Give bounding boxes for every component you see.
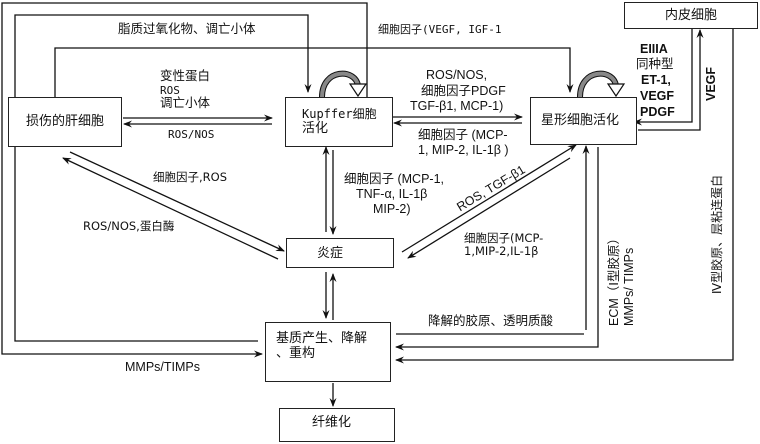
label-stel-to-endo: VEGF [704, 66, 718, 101]
node-label: 炎症 [317, 246, 344, 261]
node-injured-hepatocyte: 损伤的肝细胞 [8, 97, 122, 147]
label-degraded-collagen: 降解的胶原、透明质酸 [428, 313, 554, 328]
node-label: 基质产生、降解 [276, 331, 368, 346]
edge-inflammation-to-hepatocyte [62, 157, 279, 260]
edge-lipid-to-kupffer [14, 14, 312, 342]
label-stel-to-inf-1: 细胞因子(MCP- [464, 231, 544, 245]
label-stel-to-kup-1: 细胞因子 (MCP- [418, 128, 508, 142]
node-label: 星形细胞活化 [541, 113, 620, 128]
label-endo-to-stel-4: VEGF [640, 89, 675, 103]
label-kup-to-inf-2: TNF-α, IL-1β [356, 187, 428, 201]
node-inflammation: 炎症 [286, 238, 394, 268]
label-mmps-timps: MMPs/TIMPs [125, 360, 200, 374]
label-endo-to-stel-5: PDGF [640, 105, 675, 119]
kupffer-self-loop-icon [319, 70, 368, 98]
node-kupffer-activation: Kupffer细胞 活化 [285, 97, 393, 147]
edge-hepatocyte-to-inflammation [69, 151, 285, 252]
edge-endothelial-to-stellate [633, 28, 693, 126]
node-matrix: 基质产生、降解 、重构 [265, 322, 391, 382]
label-kup-to-stel-1: ROS/NOS, [426, 68, 488, 82]
label-ecm-1: ECM（Ⅰ型胶原） [607, 232, 621, 326]
node-label: Kupffer细胞 [302, 107, 377, 121]
edge-endothelial-to-matrix [395, 28, 734, 364]
edge-stellate-to-endothelial [638, 29, 704, 131]
stellate-self-loop-icon [577, 70, 626, 98]
label-hep-to-kup-1: 变性蛋白 [160, 68, 211, 83]
label-kup-to-stel-2: 细胞因子PDGF [421, 84, 506, 98]
label-cytokine-vegf-igf: 细胞因子(VEGF, IGF-1 [378, 23, 502, 36]
node-label: 纤维化 [312, 415, 352, 430]
node-label: 活化 [302, 121, 329, 136]
label-kup-to-inf-1: 细胞因子 (MCP-1, [344, 172, 445, 186]
label-hep-to-inf: 细胞因子,ROS [153, 170, 227, 184]
node-endothelial: 内皮细胞 [624, 2, 758, 29]
label-hep-to-kup-2: ROS [160, 84, 180, 97]
node-stellate-activation: 星形细胞活化 [530, 97, 637, 145]
label-stel-to-kup-2: 1, MIP-2, IL-1β ) [418, 143, 509, 157]
node-label: 、重构 [276, 346, 316, 361]
node-fibrosis: 纤维化 [279, 408, 395, 442]
label-kup-to-inf-3: MIP-2) [373, 202, 411, 216]
label-endo-to-stel-1: EIIIA [640, 42, 668, 56]
node-label: 损伤的肝细胞 [26, 114, 105, 129]
node-label: 内皮细胞 [665, 8, 718, 23]
label-kup-to-stel-3: TGF-β1, MCP-1) [410, 99, 504, 113]
label-endo-to-stel-2: 同种型 [636, 56, 674, 71]
label-ecm-2: MMPs/ TIMPs [622, 247, 636, 326]
label-lipid-peroxide: 脂质过氧化物、调亡小体 [118, 21, 256, 36]
edge-hepatocyte-to-stellate [54, 47, 574, 97]
edge-stellate-to-matrix [395, 147, 599, 351]
label-endo-to-stel-3: ET-1, [641, 73, 671, 87]
edge-kupffer-to-matrix-outer [1, 2, 368, 358]
label-stel-to-inf-2: 1,MIP-2,IL-1β [464, 244, 539, 258]
label-hep-to-kup-3: 调亡小体 [160, 95, 211, 110]
edge-inflammation-to-stellate [401, 144, 577, 253]
label-inf-to-hep: ROS/NOS,蛋白酶 [83, 219, 175, 233]
edge-stellate-to-inflammation [407, 157, 571, 259]
label-type4-collagen: Ⅳ型胶原、层粘连蛋白 [710, 174, 724, 294]
label-kup-to-hep: ROS/NOS [168, 128, 215, 141]
